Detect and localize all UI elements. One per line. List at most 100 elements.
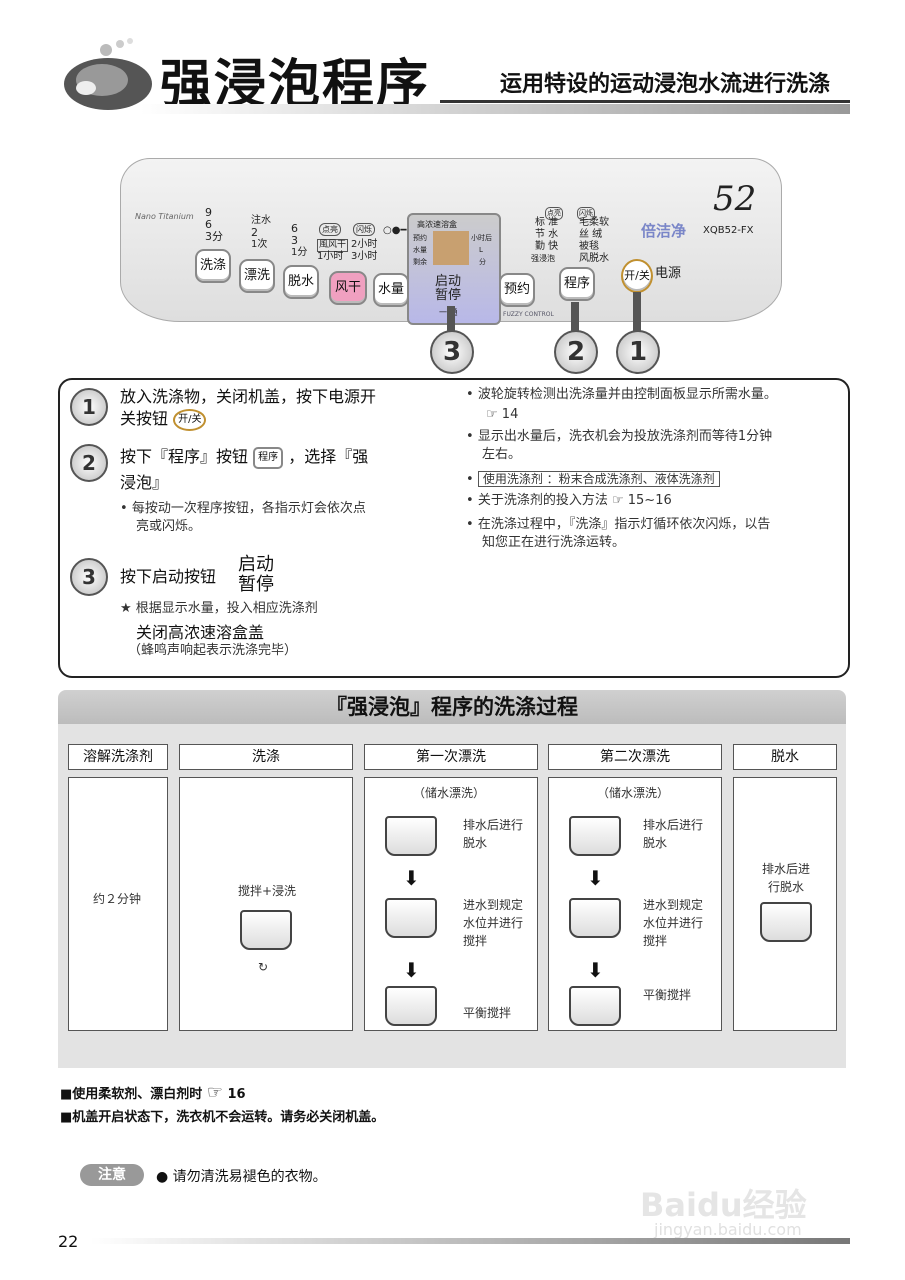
program-button[interactable]: 程序 [559,267,595,301]
rinse2-b2: 水位并进行 [643,916,704,930]
program-right-1: 毛柔软 [579,217,609,228]
note-2a: • 显示出水量后，洗衣机会为投放洗涤剂而等待1分钟 [466,429,773,444]
display-left-1: 预约 [413,234,427,242]
col-head-wash: 洗涤 [179,744,353,770]
caution-badge: 注意 [80,1164,144,1186]
step-2-line1: 按下『程序』按钮 程序 ，选择『强 [120,446,368,469]
rinse2-b1: 进水到规定 [643,898,704,912]
wash-level-2: 6 [205,218,212,231]
watermark-brand: Baidu经验 [640,1186,807,1224]
spin-button[interactable]: 脱水 [283,265,319,299]
col-head-dissolve: 溶解洗涤剂 [68,744,168,770]
step-3-close: 关闭高浓速溶盒盖 [136,623,265,642]
callout-arrow-1 [633,292,641,334]
page-number: 22 [58,1232,79,1251]
tub-rinse2-c-icon [569,986,621,1026]
fuzzy-control: FUZZY CONTROL [503,311,554,318]
timer-button[interactable]: 预约 [499,273,535,307]
wash-desc: 搅拌+浸洗 [238,884,297,898]
tub-rinse2-b-icon [569,898,621,938]
down-arrow-icon: ⬇ [403,958,420,982]
spin-line2: 行脱水 [768,880,805,894]
note-1b: ☞ 14 [486,407,519,422]
col-body-wash: 搅拌+浸洗 ↻ [179,777,353,1031]
wash-button[interactable]: 洗涤 [195,249,231,283]
step-3-pause: 暂停 [238,574,274,595]
footnote-1: ■使用柔软剂、漂白剂时 ☞ 16 [60,1082,246,1103]
display-header: 高浓速溶盒 [417,220,457,229]
spin-level-1: 6 [291,222,298,235]
program-left-1: 标 准 [535,217,559,228]
steps-box [58,378,850,678]
tub-spin-icon [760,902,812,942]
footer-bar [90,1238,850,1244]
step-1-line1: 放入洗涤物，关闭机盖，按下电源开 [120,387,377,406]
brand-small: Nano Titanium [135,212,194,221]
header-rule [440,100,850,103]
program-left-2: 节 水 [535,229,559,240]
rinse2-sub: （储水漂洗） [597,786,670,800]
col-body-rinse1: （储水漂洗） 排水后进行 脱水 ⬇ 进水到规定 水位并进行 搅拌 ⬇ 平衡搅拌 [364,777,538,1031]
dry-button[interactable]: 风干 [329,271,367,305]
start-label[interactable]: 启动 [435,274,462,289]
note-2b: 左右。 [482,447,522,462]
step-2-line2: 浸泡』 [120,473,169,492]
power-button[interactable]: 开/关 [621,259,653,293]
step-2-post: ，选择『强 [288,447,369,466]
rinse2-a: 排水后进行 [643,818,704,832]
tub-rinse1-c-icon [385,986,437,1026]
power-chip: 开/关 [173,408,207,431]
rinse1-a2: 脱水 [463,836,488,850]
power-label: 电源 [655,266,682,281]
tub-rinse1-b-icon [385,898,437,938]
program-left-4: 强浸泡 [531,254,555,263]
page-subtitle: 运用特设的运动浸泡水流进行洗涤 [500,72,831,97]
step-1-line2-text: 关按钮 [120,409,169,428]
digit-screen [433,231,469,265]
program-header-1: 点亮 [545,207,563,220]
spin-level-3: 1分 [291,247,308,258]
program-right-4: 风脱水 [579,253,609,264]
col-body-spin: 排水后进 行脱水 [733,777,837,1031]
rinse-button[interactable]: 漂洗 [239,259,275,293]
water-button[interactable]: 水量 [373,273,409,307]
step-3-number: 3 [70,558,108,596]
wash-level-3: 3分 [205,230,223,243]
display-left-2: 水量 [413,246,427,254]
hand-pointer-icon: ☞ [486,407,498,422]
step-2-pre: 按下『程序』按钮 [120,447,249,466]
step-2-bullet-1: • 每按动一次程序按钮，各指示灯会依次点 [120,501,366,516]
col-body-rinse2: （储水漂洗） 排水后进行 脱水 ⬇ 进水到规定 水位并进行 搅拌 ⬇ 平衡搅拌 [548,777,722,1031]
control-panel: Nano Titanium 52 XQB52-FX 倍洁净 9 6 3分 注水 … [120,158,782,325]
rinse1-b2: 水位并进行 [463,916,524,930]
down-arrow-icon: ⬇ [587,866,604,890]
callout-2: 2 [554,330,598,374]
display-right-2: L [479,246,483,254]
program-right-2: 丝 绒 [579,229,603,240]
callout-arrow-2 [571,302,579,334]
tub-rinse2-a-icon [569,816,621,856]
pause-label[interactable]: 暂停 [435,288,462,303]
step-1-number: 1 [70,388,108,426]
rinse2-b3: 搅拌 [643,934,668,948]
program-header-2: 闪烁 [577,207,595,220]
col-head-spin: 脱水 [733,744,837,770]
rinse1-sub: （储水漂洗） [413,786,486,800]
note-5b: 知您正在进行洗涤运转。 [482,535,626,550]
dissolve-time: 约２分钟 [93,892,142,906]
step-2-number: 2 [70,444,108,482]
step-3-star: ★ 根据显示水量，投入相应洗涤剂 [120,601,318,616]
rinse-level-2: 2 [251,226,258,239]
down-arrow-icon: ⬇ [403,866,420,890]
caution-text: ● 请勿清洗易褪色的衣物。 [156,1169,327,1185]
rinse-level-1: 注水 [251,215,271,226]
model-number-big: 52 [713,179,757,219]
rinse2-a2: 脱水 [643,836,668,850]
flash-label: 闪烁 [353,223,375,236]
watermark-url: jingyan.baidu.com [654,1220,802,1239]
note-1a: • 波轮旋转检测出洗涤量并由控制面板显示所需水量。 [466,387,777,402]
rinse1-b1: 进水到规定 [463,898,524,912]
rinse1-b3: 搅拌 [463,934,488,948]
step-3-pre: 按下启动按钮 [120,567,217,586]
step-2-bullet-2: 亮或闪烁。 [136,519,202,534]
